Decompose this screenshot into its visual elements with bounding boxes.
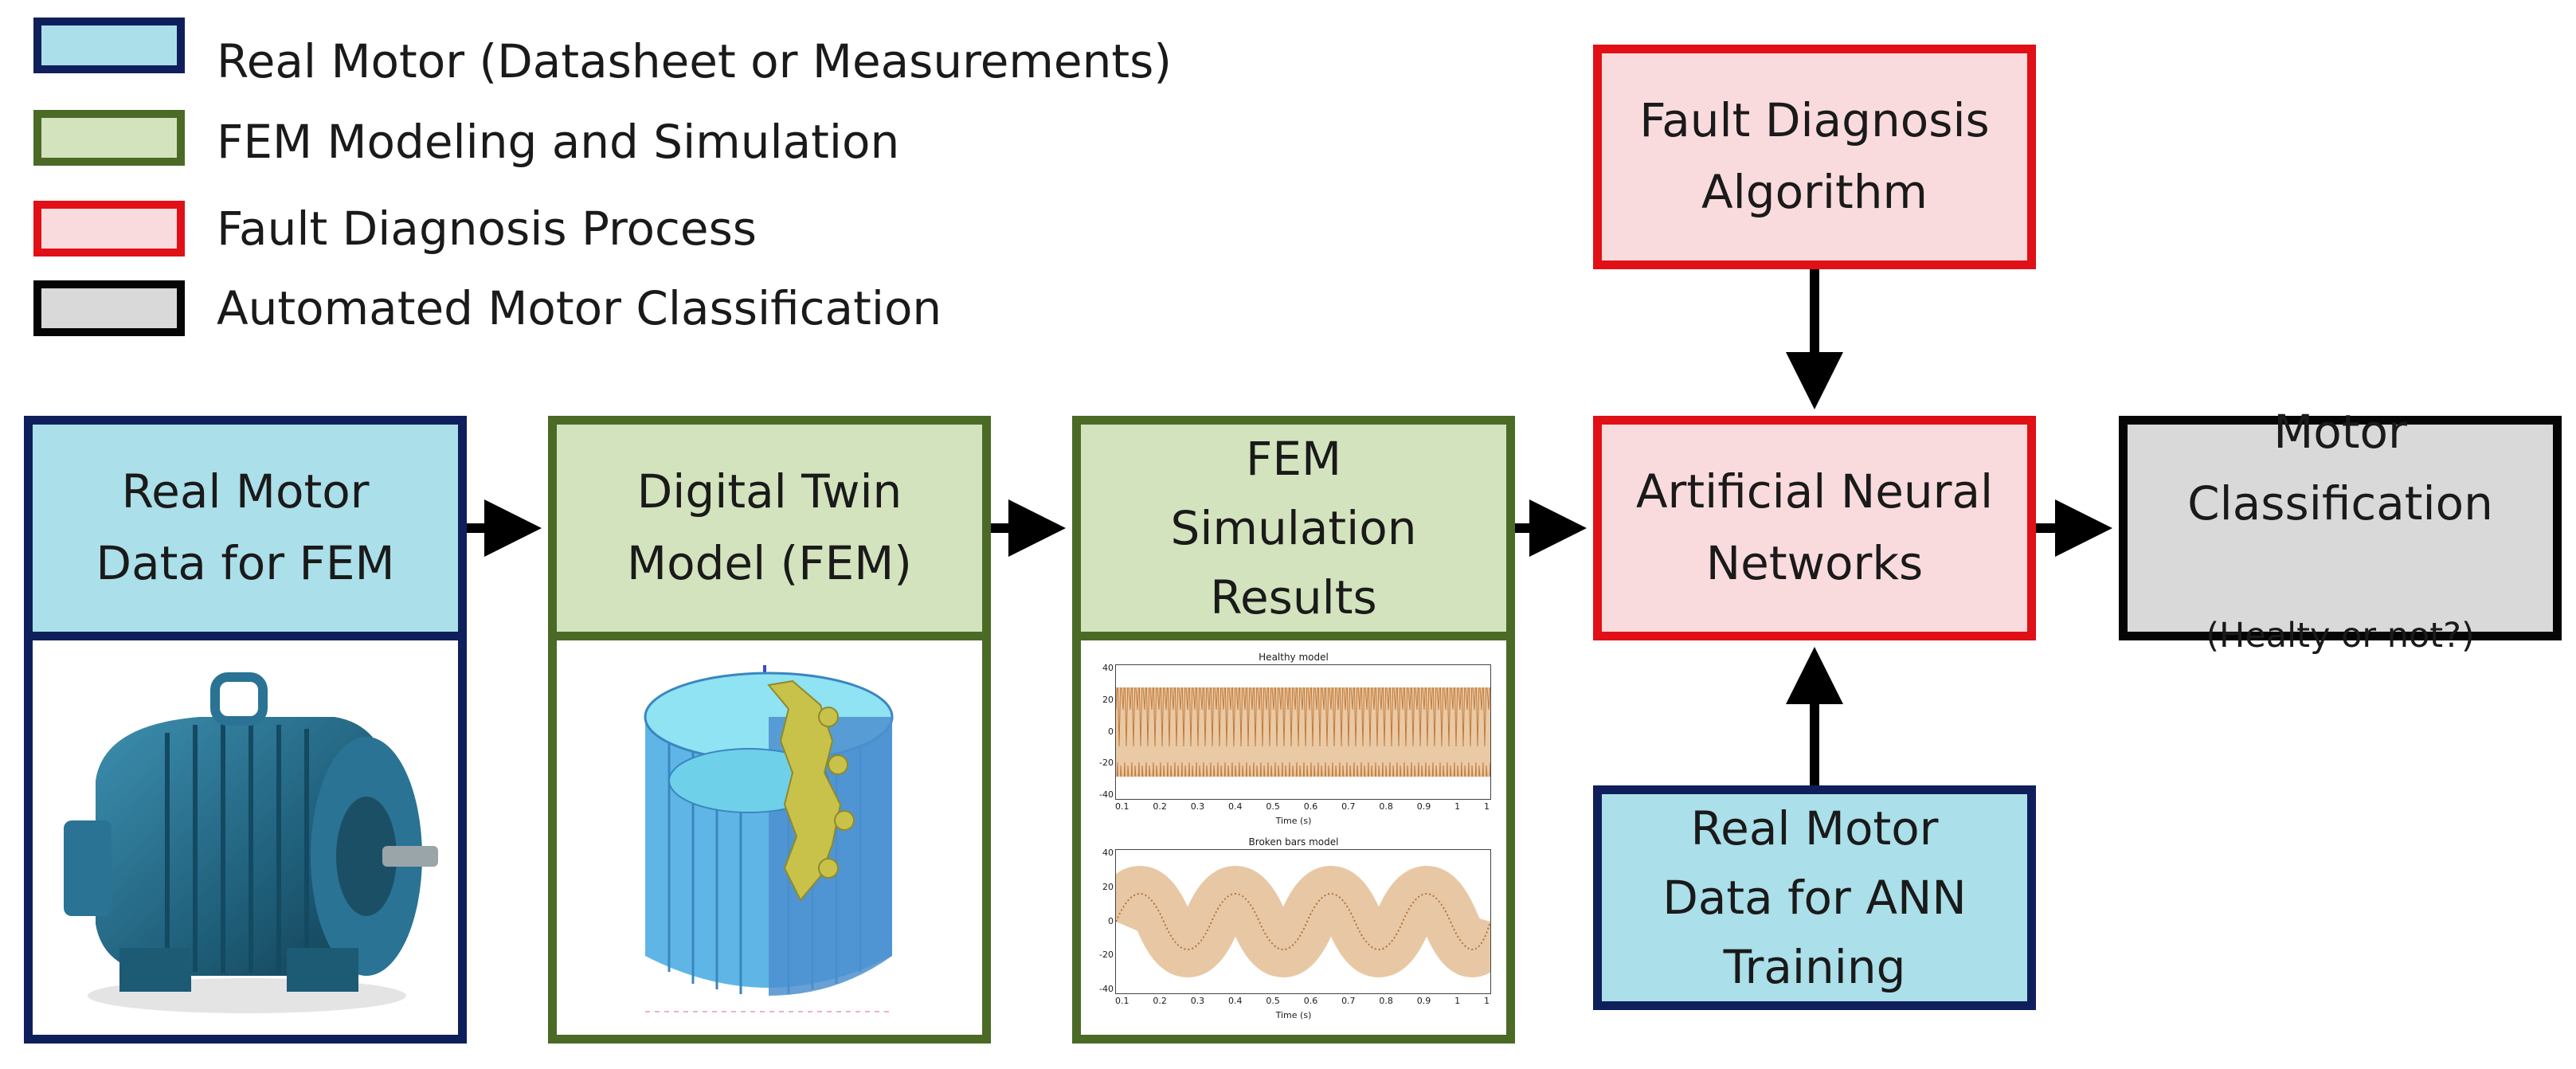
x-tick: 0.1 (1115, 996, 1129, 1006)
healthy-plot-title: Healthy model (1259, 652, 1329, 663)
legend-label-classification: Automated Motor Classification (217, 281, 942, 335)
classification-sublabel: (Healty or not?) (2206, 615, 2475, 656)
x-tick: 0.9 (1416, 801, 1431, 812)
x-tick: 0.7 (1341, 801, 1356, 812)
digital-twin-label: Digital Twin Model (FEM) (627, 464, 912, 590)
broken-bars-plot-title: Broken bars model (1248, 836, 1339, 848)
broken-bars-x-ticks: 0.1 0.2 0.3 0.4 0.5 0.6 0.7 0.8 0.9 1 1 (1115, 996, 1490, 1006)
y-tick: -40 (1099, 984, 1114, 994)
y-tick: 20 (1102, 881, 1114, 892)
legend-swatch-fem (33, 110, 185, 166)
fem-mesh-image (644, 665, 894, 1012)
ann-label: Artificial Neural Networks (1635, 464, 1994, 590)
classification-label: Motor Classification (2187, 405, 2493, 531)
healthy-waveform (1116, 687, 1490, 777)
x-tick: 0.4 (1228, 801, 1243, 812)
x-tick: 0.3 (1190, 801, 1205, 812)
y-tick: -20 (1099, 950, 1114, 961)
y-tick: 40 (1102, 663, 1114, 673)
ann-training-label: Real Motor Data for ANN Training (1662, 801, 1967, 994)
fem-results-box: FEM Simulation Results (1072, 416, 1515, 640)
x-tick: 0.5 (1266, 801, 1280, 812)
electric-motor-image (64, 672, 438, 1013)
fem-results-label: FEM Simulation Results (1170, 431, 1417, 625)
x-tick: 0.8 (1379, 801, 1393, 812)
broken-bars-plot-area (1090, 849, 1517, 994)
x-tick: 1 (1483, 801, 1490, 812)
legend-swatch-fault (33, 201, 185, 256)
healthy-x-ticks: 0.1 0.2 0.3 0.4 0.5 0.6 0.7 0.8 0.9 1 1 (1115, 801, 1490, 812)
y-tick: 0 (1108, 726, 1114, 737)
x-tick: 0.4 (1228, 996, 1243, 1006)
healthy-y-ticks: 40 20 0 -20 -40 (1090, 663, 1114, 800)
y-tick: -20 (1099, 758, 1114, 769)
legend-swatch-real-motor (33, 18, 185, 73)
x-tick: 1 (1454, 801, 1461, 812)
legend-label-real-motor: Real Motor (Datasheet or Measurements) (217, 34, 1172, 88)
broken-bars-x-label: Time (s) (1275, 1010, 1312, 1020)
x-tick: 1 (1483, 996, 1490, 1006)
x-tick: 0.7 (1341, 996, 1356, 1006)
y-tick: 0 (1108, 915, 1114, 926)
legend-label-fem: FEM Modeling and Simulation (217, 115, 900, 169)
x-tick: 1 (1454, 996, 1461, 1006)
x-tick: 0.5 (1266, 996, 1280, 1006)
healthy-plot-area (1115, 664, 1491, 800)
x-tick: 0.2 (1153, 996, 1167, 1006)
x-tick: 0.6 (1303, 996, 1318, 1006)
ann-box: Artificial Neural Networks (1593, 416, 2036, 640)
x-tick: 0.8 (1379, 996, 1393, 1006)
healthy-x-label: Time (s) (1275, 816, 1312, 826)
classification-box: Motor Classification (Healty or not?) (2119, 405, 2562, 656)
y-tick: 40 (1102, 848, 1114, 858)
real-motor-fem-label: Real Motor Data for FEM (96, 464, 395, 590)
x-tick: 0.2 (1153, 801, 1167, 812)
real-motor-fem-box: Real Motor Data for FEM (24, 416, 467, 640)
legend-swatch-classification (33, 280, 185, 336)
digital-twin-box: Digital Twin Model (FEM) (548, 416, 991, 640)
y-tick: 20 (1102, 694, 1114, 705)
classification-text: Motor Classification (Healty or not?) (2187, 325, 2493, 731)
fault-algorithm-label: Fault Diagnosis Algorithm (1639, 93, 1990, 219)
x-tick: 0.1 (1115, 801, 1129, 812)
x-tick: 0.3 (1190, 996, 1205, 1006)
y-tick: -40 (1099, 789, 1114, 800)
x-tick: 0.9 (1416, 996, 1431, 1006)
broken-bars-y-ticks: 40 20 0 -20 -40 (1090, 848, 1114, 994)
fault-algorithm-box: Fault Diagnosis Algorithm (1593, 45, 2036, 269)
broken-bars-plot: Broken bars model 40 20 0 -20 -40 0.1 0.2… (1090, 836, 1517, 1028)
x-tick: 0.6 (1303, 801, 1318, 812)
broken-bars-waveform (1090, 866, 1517, 977)
legend-label-fault: Fault Diagnosis Process (217, 202, 758, 256)
ann-training-box: Real Motor Data for ANN Training (1593, 785, 2036, 1010)
